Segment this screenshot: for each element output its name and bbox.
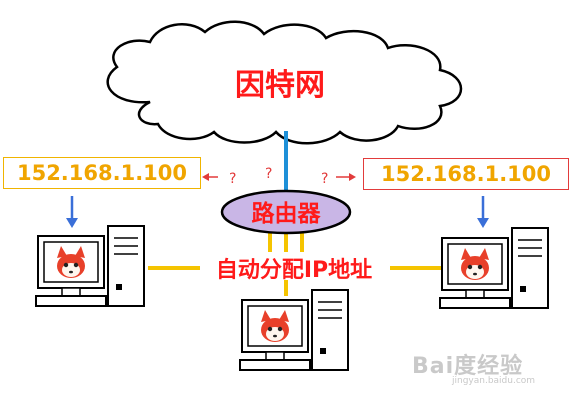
computer-right-icon (440, 228, 548, 308)
computer-left-icon (36, 226, 144, 306)
arrow-down-right-icon (477, 196, 489, 228)
computer-center-icon (240, 290, 348, 370)
ip-address-right: 152.168.1.100 (363, 158, 569, 190)
question-mark-left: ? (229, 171, 236, 187)
router: 路由器 (220, 189, 352, 235)
left-query: ? (202, 171, 236, 187)
dhcp-label: 自动分配IP地址 (216, 257, 372, 283)
lan-links (148, 232, 442, 296)
internet-label: 因特网 (235, 68, 325, 103)
ip-address-left: 152.168.1.100 (3, 157, 201, 189)
right-query: ? (321, 171, 356, 187)
watermark-url: jingyan.baidu.com (452, 376, 536, 386)
arrow-down-left-icon (66, 196, 78, 228)
watermark-logo: Bai度经验 (412, 354, 524, 379)
internet-cloud: 因特网 (106, 20, 463, 145)
question-mark-right: ? (321, 171, 328, 187)
question-mark-center: ? (265, 166, 272, 182)
router-label: 路由器 (252, 200, 322, 227)
